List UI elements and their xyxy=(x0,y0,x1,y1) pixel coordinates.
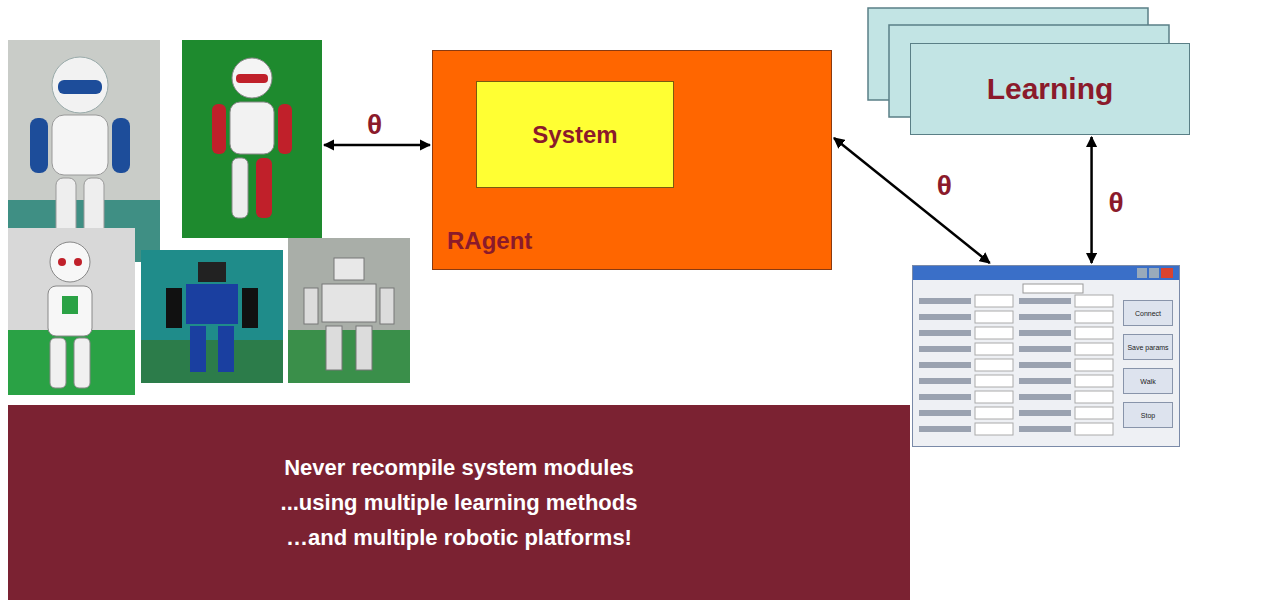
node-label: …and multiple robotic platforms! xyxy=(286,520,632,555)
gui-button: Stop xyxy=(1123,402,1173,428)
node-label: ...using multiple learning methods xyxy=(281,485,638,520)
node-label: System xyxy=(532,121,617,149)
edge-label: θ xyxy=(1106,188,1127,219)
gui-button: Walk xyxy=(1123,368,1173,394)
node-label: RAgent xyxy=(447,227,532,255)
robot-photo xyxy=(141,250,283,383)
agent-box: RAgent System xyxy=(432,50,832,270)
gui-button: Save params xyxy=(1123,334,1173,360)
robot-photo xyxy=(288,238,410,383)
system-box: System xyxy=(476,81,674,188)
robot-photo xyxy=(8,228,135,395)
node-label: Never recompile system modules xyxy=(284,450,634,485)
message-banner: Never recompile system modules...using m… xyxy=(8,405,910,600)
node-label: Learning xyxy=(987,72,1114,106)
parameter-arrow xyxy=(834,138,990,263)
learning-box: Learning xyxy=(910,43,1190,135)
parameter-label: θ xyxy=(364,110,385,141)
parameter-arrow xyxy=(324,144,430,147)
gui-window: ConnectSave paramsWalkStop xyxy=(912,265,1180,447)
robot-photo xyxy=(182,40,322,238)
parameter-arrow xyxy=(1090,137,1093,263)
edge-label: θ xyxy=(934,171,955,202)
gui-button: Connect xyxy=(1123,300,1173,326)
